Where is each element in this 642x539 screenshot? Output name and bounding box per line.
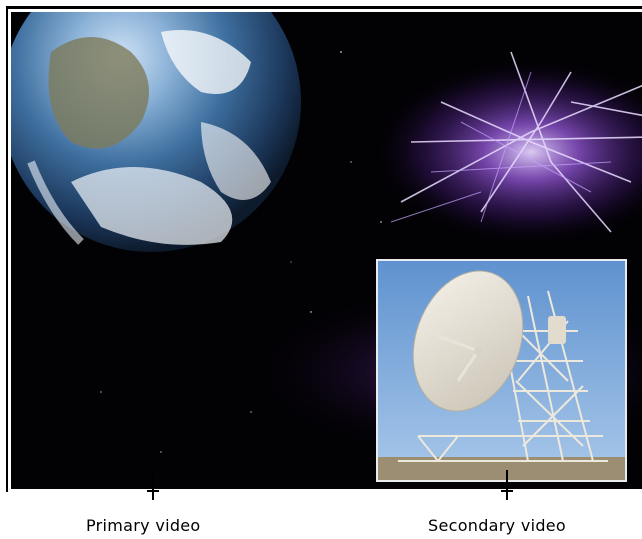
earth-image — [11, 12, 301, 252]
radio-telescope-image — [378, 261, 625, 480]
stars — [100, 51, 382, 453]
nebula — [371, 51, 642, 247]
primary-video-pointer — [152, 470, 154, 500]
secondary-video-pointer-tick — [501, 490, 513, 492]
primary-video-pointer-tick — [147, 490, 159, 492]
secondary-video — [376, 259, 627, 482]
primary-video — [11, 12, 642, 489]
secondary-video-label: Secondary video — [428, 516, 567, 535]
primary-video-label: Primary video — [86, 516, 201, 535]
secondary-video-pointer — [506, 470, 508, 500]
